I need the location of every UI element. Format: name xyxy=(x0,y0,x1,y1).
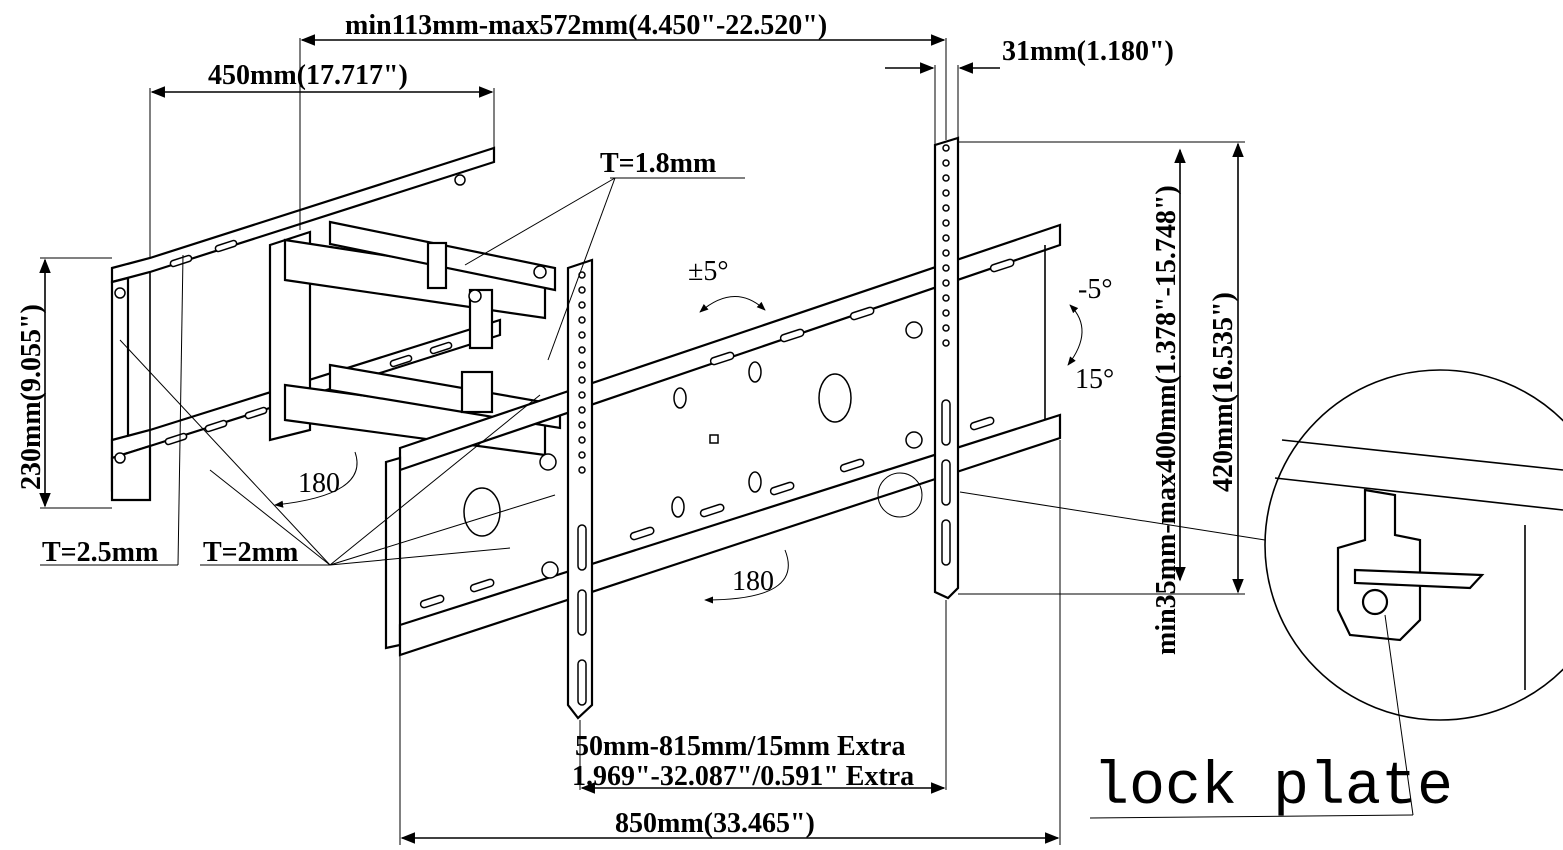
angle-rotate: ±5° xyxy=(688,256,729,287)
dim-vertical-range: min35mm-max400mm(1.378"-15.748") xyxy=(1151,185,1182,655)
lock-plate-callout xyxy=(959,369,1563,819)
angle-swivel-wall: 180 xyxy=(298,468,340,499)
angle-arcs xyxy=(274,296,1083,604)
thickness-arm: T=1.8mm xyxy=(600,148,716,179)
angle-tilt-down: 15° xyxy=(1075,364,1114,395)
angle-tilt-up: -5° xyxy=(1078,274,1113,305)
thickness-wall-plate: T=2.5mm xyxy=(42,537,158,568)
vertical-bracket-left xyxy=(539,258,594,720)
dim-wall-plate-height: 230mm(9.055") xyxy=(16,304,47,490)
dim-horizontal-range-in: 1.969"-32.087"/0.591" Extra xyxy=(572,761,914,792)
angle-swivel-tv: 180 xyxy=(732,566,774,597)
vertical-bracket-right xyxy=(877,136,960,600)
dimension-lines xyxy=(39,34,1245,845)
dim-wall-plate-width: 450mm(17.717") xyxy=(208,60,408,91)
dim-horizontal-range-mm: 50mm-815mm/15mm Extra xyxy=(575,731,905,762)
leader-lines xyxy=(40,177,745,566)
dim-total-width: 850mm(33.465") xyxy=(615,808,815,839)
dim-bracket-height: 420mm(16.535") xyxy=(1208,292,1239,492)
dim-plate-depth: 31mm(1.180") xyxy=(1002,36,1174,67)
lock-plate-label: lock plate xyxy=(1093,754,1453,822)
dim-arm-extension: min113mm-max572mm(4.450"-22.520") xyxy=(345,10,827,41)
thickness-tv-plate: T=2mm xyxy=(203,537,298,568)
